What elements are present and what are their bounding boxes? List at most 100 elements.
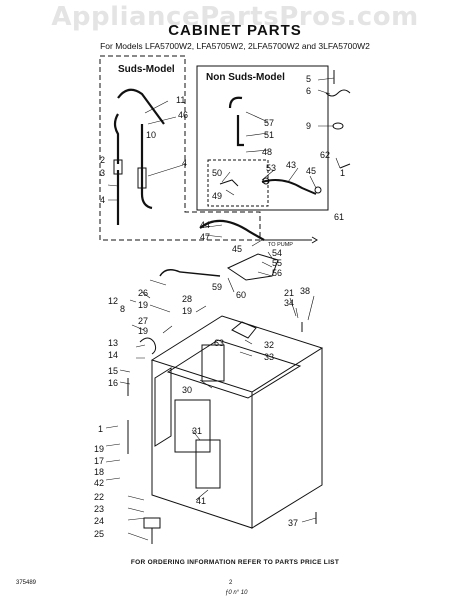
non-suds-model-label: Non Suds-Model bbox=[206, 72, 285, 83]
non-suds-model-box bbox=[196, 65, 329, 211]
callout-number: 43 bbox=[286, 160, 296, 170]
callout-number: 10 bbox=[146, 130, 156, 140]
to-pump-label: TO PUMP bbox=[268, 242, 293, 248]
cabinet-opening bbox=[166, 339, 302, 399]
callout-number: 12 bbox=[108, 296, 118, 306]
callout-number: 18 bbox=[94, 467, 104, 477]
callout-number: 33 bbox=[264, 352, 274, 362]
callout-number: 47 bbox=[200, 232, 210, 242]
callout-number: 14 bbox=[108, 350, 118, 360]
callout-number: 50 bbox=[212, 168, 222, 178]
cabinet-top bbox=[150, 315, 324, 393]
callout-number: 16 bbox=[108, 378, 118, 388]
bracket bbox=[226, 253, 279, 281]
callout-number: 32 bbox=[264, 340, 274, 350]
hose-clamp bbox=[314, 186, 322, 194]
cabinet-side-right bbox=[251, 348, 323, 529]
callout-number: 42 bbox=[94, 478, 104, 488]
pump-arrow bbox=[311, 236, 318, 244]
callout-number: 1 bbox=[340, 168, 345, 178]
callout-number: 54 bbox=[272, 248, 282, 258]
callout-number: 57 bbox=[264, 118, 274, 128]
timer-block bbox=[195, 439, 221, 489]
callout-number: 19 bbox=[138, 300, 148, 310]
elbow-hose bbox=[228, 96, 243, 109]
drain-hose bbox=[261, 179, 317, 195]
callout-number: 62 bbox=[320, 150, 330, 160]
suds-hose-right bbox=[140, 124, 153, 210]
gear-part bbox=[231, 321, 257, 339]
callout-number: 4 bbox=[182, 158, 187, 168]
callout-number: 25 bbox=[94, 529, 104, 539]
valve-part bbox=[139, 337, 157, 355]
callout-number: 41 bbox=[196, 496, 206, 506]
tail-mark: ƒ0 n° 10 bbox=[225, 590, 248, 596]
callout-number: 53 bbox=[266, 163, 276, 173]
clamp-valve bbox=[219, 179, 239, 187]
callout-number: 13 bbox=[108, 338, 118, 348]
callout-number: 4 bbox=[100, 195, 105, 205]
connecting-hose bbox=[199, 219, 265, 241]
callout-number: 28 bbox=[182, 294, 192, 304]
callout-number: 19 bbox=[182, 306, 192, 316]
ordering-note: FOR ORDERING INFORMATION REFER TO PARTS … bbox=[130, 559, 340, 566]
watermark: AppliancePartsPros.com bbox=[51, 2, 419, 32]
leader-lines bbox=[105, 77, 341, 541]
ring-clamp bbox=[262, 177, 270, 185]
callout-number: 61 bbox=[334, 212, 344, 222]
suds-hose-upper bbox=[117, 88, 165, 125]
callout-number: 11 bbox=[176, 95, 185, 105]
page-code: 375489 bbox=[16, 580, 37, 586]
foot-bracket bbox=[143, 517, 161, 529]
tube-assembly bbox=[159, 269, 221, 277]
callout-number: 9 bbox=[306, 121, 311, 131]
callout-number: 21 bbox=[284, 288, 294, 298]
callout-number: 2 bbox=[100, 155, 105, 165]
screw-part bbox=[339, 163, 351, 169]
callout-number: 49 bbox=[212, 191, 222, 201]
callout-number: 19 bbox=[94, 444, 104, 454]
diagram-title: CABINET PARTS bbox=[168, 22, 302, 39]
callout-number: 22 bbox=[94, 492, 104, 502]
callout-number: 31 bbox=[192, 426, 202, 436]
callout-number: 45 bbox=[306, 166, 316, 176]
callout-number: 27 bbox=[138, 316, 148, 326]
callout-number: 24 bbox=[94, 516, 104, 526]
suds-coupling bbox=[113, 159, 123, 175]
callout-number: 63 bbox=[214, 338, 224, 348]
callout-number: 15 bbox=[108, 366, 118, 376]
callout-number: 44 bbox=[200, 220, 210, 230]
callout-number: 60 bbox=[236, 290, 246, 300]
callout-number: 46 bbox=[178, 110, 188, 120]
callout-number: 45 bbox=[232, 244, 242, 254]
callout-number: 59 bbox=[212, 282, 222, 292]
callout-number: 48 bbox=[262, 147, 272, 157]
callout-number: 23 bbox=[94, 504, 104, 514]
callout-number: 6 bbox=[306, 86, 311, 96]
callout-numbers: 11 46 10 2 3 4 4 57 51 48 50 49 53 43 45… bbox=[94, 74, 345, 539]
callout-number: 38 bbox=[300, 286, 310, 296]
callout-number: 30 bbox=[182, 385, 192, 395]
callout-number: 8 bbox=[120, 304, 125, 314]
vertical-hose bbox=[236, 115, 244, 147]
callout-number: 3 bbox=[100, 168, 105, 178]
callout-number: 17 bbox=[94, 456, 104, 466]
callout-number: 34 bbox=[284, 298, 294, 308]
callout-number: 37 bbox=[288, 518, 298, 528]
callout-number: 51 bbox=[264, 130, 274, 140]
interior-panel bbox=[174, 399, 211, 453]
suds-model-label: Suds-Model bbox=[118, 64, 175, 75]
callout-number: 1 bbox=[98, 424, 103, 434]
suds-model-outline bbox=[99, 55, 261, 241]
spring-clamp bbox=[325, 89, 351, 97]
callout-number: 56 bbox=[272, 268, 282, 278]
callout-number: 5 bbox=[306, 74, 311, 84]
support-bar bbox=[154, 367, 172, 447]
page-number: 2 bbox=[229, 580, 233, 586]
suds-connector bbox=[137, 167, 147, 189]
fitting-nut bbox=[332, 122, 344, 130]
callout-number: 55 bbox=[272, 258, 282, 268]
callout-number: 26 bbox=[138, 288, 148, 298]
callout-number: 19 bbox=[138, 326, 148, 336]
